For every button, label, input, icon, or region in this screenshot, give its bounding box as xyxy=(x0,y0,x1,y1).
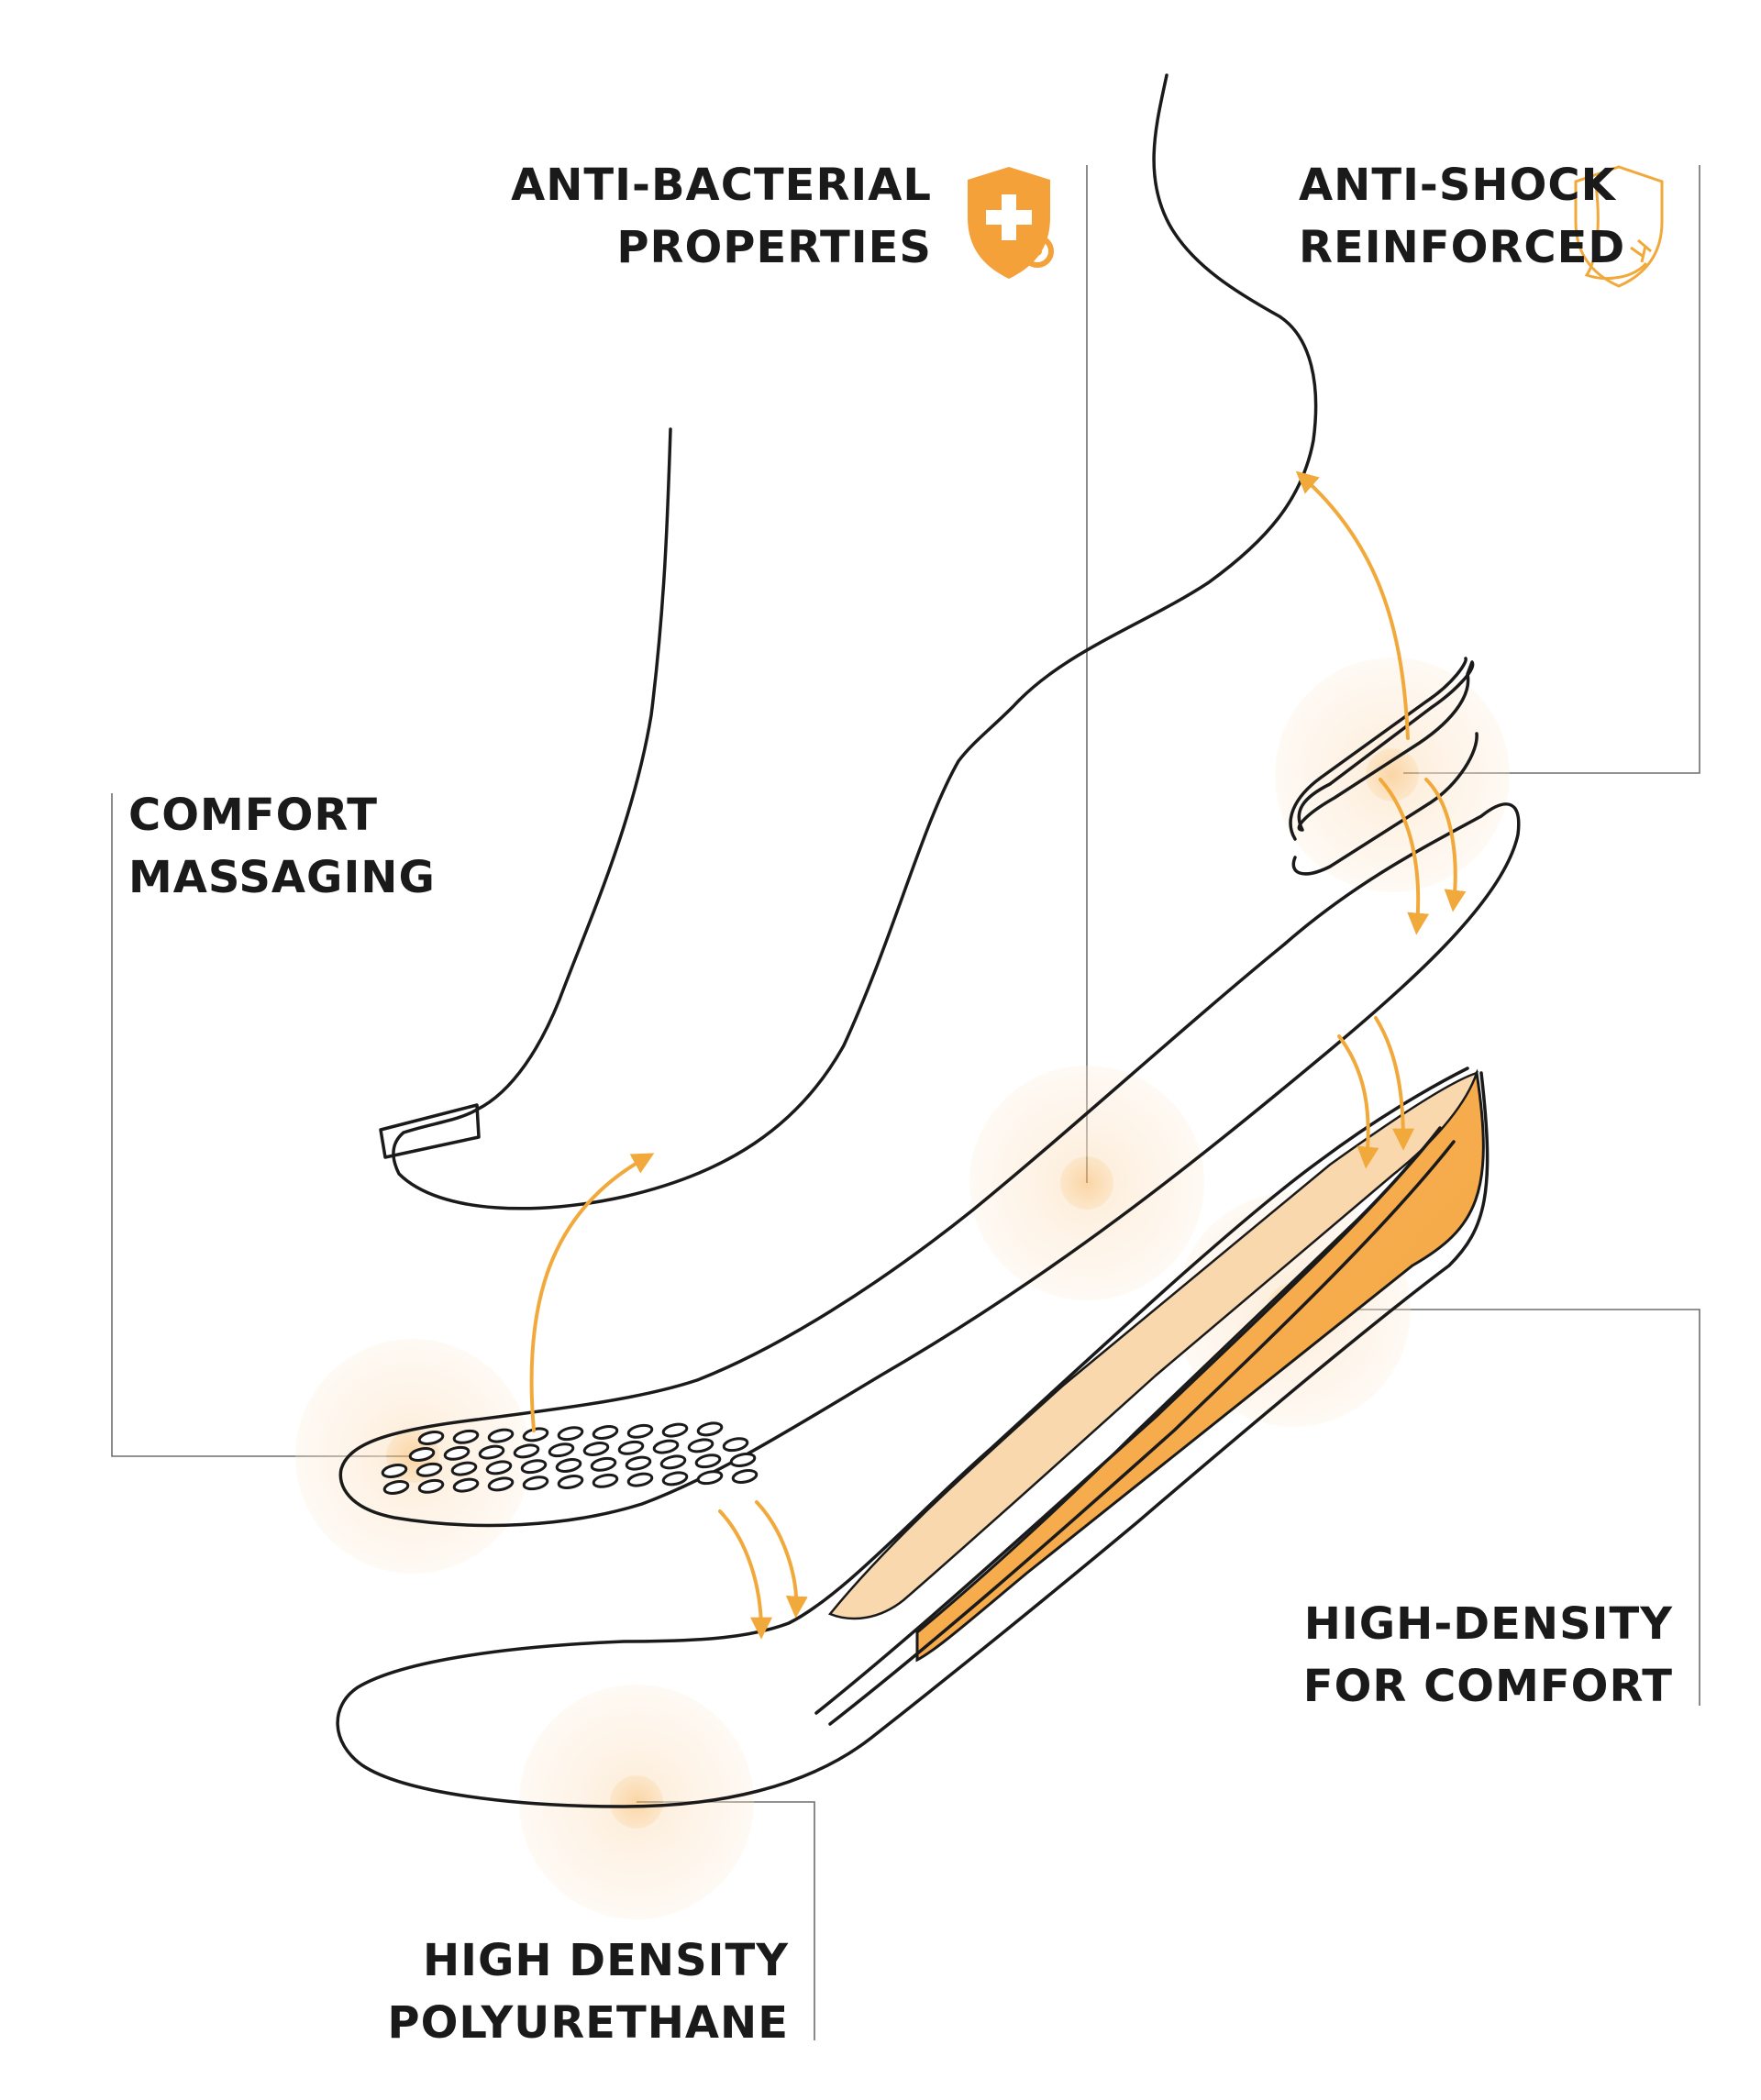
massage-dot xyxy=(450,1461,478,1476)
foot-outline xyxy=(392,73,1318,1210)
orange-top-face xyxy=(827,1071,1479,1620)
massage-dot xyxy=(696,1470,724,1486)
label-comfort-massaging: COMFORT MASSAGING xyxy=(128,784,436,909)
glow-heel-pad xyxy=(1275,658,1510,892)
lower-insole-inner-line-2 xyxy=(828,1140,1456,1726)
label-anti-shock-line2: REINFORCED xyxy=(1299,222,1626,273)
massage-dot xyxy=(592,1473,619,1488)
label-high-density-comfort-line2: FOR COMFORT xyxy=(1302,1661,1673,1712)
massage-dot xyxy=(617,1440,645,1455)
massage-dot xyxy=(626,1423,654,1439)
glow-arch xyxy=(969,1066,1204,1300)
massage-dot xyxy=(625,1455,652,1471)
massage-dot xyxy=(452,1477,480,1493)
shield-cross-icon xyxy=(968,167,1054,279)
top-insole-layer xyxy=(338,802,1521,1528)
massage-dot xyxy=(659,1454,687,1470)
massage-dot xyxy=(520,1459,548,1475)
label-anti-bacterial: ANTI-BACTERIAL PROPERTIES xyxy=(511,154,932,279)
massage-dot xyxy=(590,1456,617,1472)
shield-heel-icon xyxy=(1574,165,1664,288)
massage-dot xyxy=(548,1442,575,1458)
big-toe xyxy=(379,1103,481,1159)
massage-dot xyxy=(729,1453,757,1467)
massage-dot xyxy=(661,1471,689,1487)
flow-arrows xyxy=(529,470,1467,1640)
label-high-density-comfort-line1: HIGH-DENSITY xyxy=(1303,1598,1673,1650)
massage-dot xyxy=(452,1429,480,1444)
massage-dot xyxy=(478,1444,505,1460)
massage-dot xyxy=(417,1478,445,1494)
label-high-density-polyurethane-line1: HIGH DENSITY xyxy=(422,1935,789,1986)
massage-dot xyxy=(687,1438,714,1453)
massage-dot xyxy=(557,1426,584,1442)
massage-dot xyxy=(408,1447,436,1462)
massage-dot xyxy=(555,1458,582,1473)
lower-insole-outline xyxy=(336,1067,1490,1808)
massage-dot xyxy=(487,1428,515,1443)
massage-dot xyxy=(694,1453,722,1469)
massage-dot xyxy=(513,1443,540,1459)
massage-dot xyxy=(722,1437,749,1453)
massage-dot xyxy=(381,1464,408,1478)
label-anti-bacterial-line2: PROPERTIES xyxy=(616,222,932,273)
heel-pad xyxy=(1289,657,1479,876)
massage-dot xyxy=(582,1442,610,1456)
massage-dot xyxy=(485,1460,513,1476)
massage-dot xyxy=(731,1469,759,1484)
label-anti-bacterial-line1: ANTI-BACTERIAL xyxy=(511,160,932,211)
label-anti-shock: ANTI-SHOCK REINFORCED xyxy=(1299,154,1625,279)
leader-high-density-comfort xyxy=(1284,1309,1700,1706)
massage-dot xyxy=(487,1476,515,1492)
lower-insole xyxy=(336,1067,1490,1808)
massage-dot xyxy=(626,1472,654,1487)
massage-dot xyxy=(522,1476,549,1491)
lower-insole-inner-line xyxy=(814,1126,1442,1715)
label-anti-shock-line1: ANTI-SHOCK xyxy=(1299,160,1616,211)
massage-dot xyxy=(652,1439,680,1454)
massage-dot xyxy=(696,1421,724,1437)
label-comfort-massaging-line1: COMFORT xyxy=(128,790,378,841)
massage-dot xyxy=(443,1445,471,1461)
massage-dots xyxy=(381,1421,759,1495)
label-comfort-massaging-line2: MASSAGING xyxy=(128,852,436,903)
label-high-density-comfort: HIGH-DENSITY FOR COMFORT xyxy=(1303,1593,1673,1718)
label-high-density-polyurethane: HIGH DENSITY POLYURETHANE xyxy=(387,1929,789,2054)
massage-dot xyxy=(417,1431,445,1445)
massage-dot xyxy=(382,1480,410,1495)
massage-dot xyxy=(415,1462,443,1477)
glow-sole xyxy=(519,1685,754,1919)
massage-dot xyxy=(592,1425,619,1440)
massage-dot xyxy=(661,1422,689,1438)
massage-dot xyxy=(557,1475,584,1489)
label-high-density-polyurethane-line2: POLYURETHANE xyxy=(387,1997,789,2049)
